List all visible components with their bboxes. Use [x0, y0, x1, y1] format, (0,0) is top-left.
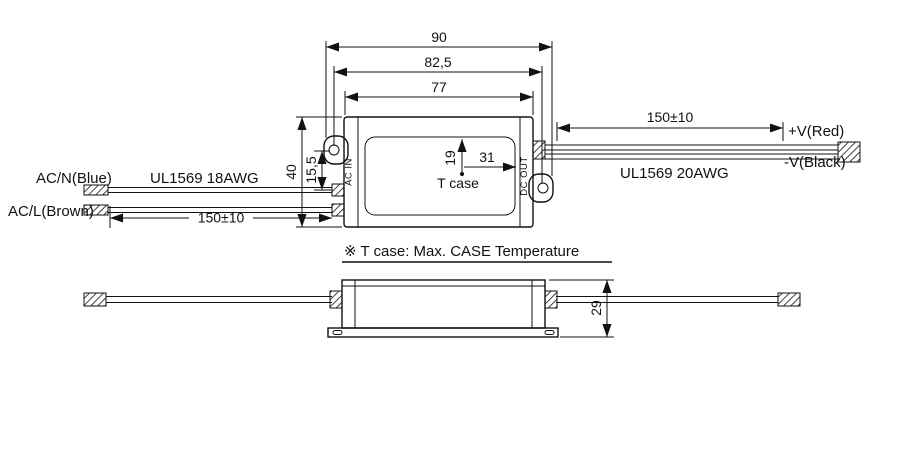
- dim-wire-exit-offset: 15,5: [303, 150, 332, 191]
- dim-tc-x-value: 19: [442, 150, 458, 166]
- dim-overall-width-value: 90: [431, 29, 447, 45]
- output-wire-ends: [837, 141, 861, 163]
- input-grommet-1: [331, 183, 345, 197]
- mounting-ear-right: [528, 173, 554, 203]
- mounting-flange: [327, 327, 559, 338]
- side-wire-end-left: [83, 292, 107, 307]
- side-grommet-left: [329, 290, 343, 309]
- ac-line-label: AC/L(Brown): [8, 203, 94, 220]
- tc-point-group: 19 31 T case: [437, 139, 516, 191]
- input-wire-end-1: [83, 184, 109, 196]
- tc-point-marker: [460, 172, 464, 176]
- side-grommet-right: [544, 290, 558, 309]
- mounting-hole-left: [328, 144, 340, 156]
- dim-mounting-pitch-value: 82,5: [424, 54, 451, 70]
- side-view: 29: [83, 279, 801, 338]
- dim-body-depth-value: 40: [283, 164, 299, 180]
- dim-body-depth: 40: [283, 116, 342, 228]
- dim-body-width-value: 77: [431, 79, 447, 95]
- tc-point-label: T case: [437, 175, 479, 191]
- dim-body-width: 77: [344, 79, 534, 115]
- flange-slot-left: [332, 330, 343, 335]
- dim-mounting-pitch: 82,5: [333, 54, 543, 184]
- top-view: AC IN DC OUT 90: [8, 29, 861, 228]
- dim-output-wire-length-value: 150±10: [647, 109, 694, 125]
- ac-in-port-label: AC IN: [344, 158, 355, 186]
- input-grommet-2: [331, 203, 345, 217]
- mounting-hole-right: [537, 182, 549, 194]
- enclosure-body-top: [343, 116, 534, 228]
- dc-out-port-label: DC OUT: [519, 156, 530, 195]
- output-grommet: [532, 140, 546, 160]
- side-wires: [83, 290, 801, 309]
- flange-slot-right: [544, 330, 555, 335]
- dim-wire-exit-offset-value: 15,5: [303, 156, 319, 183]
- output-negative-label: -V(Black): [784, 154, 846, 171]
- input-wire-spec-label: UL1569 18AWG: [150, 170, 259, 187]
- input-wire-end-2: [83, 204, 109, 216]
- dim-input-wire-length-value: 150±10: [198, 210, 245, 226]
- dim-output-wire-length: 150±10: [556, 109, 784, 141]
- side-wire-end-right: [777, 292, 801, 307]
- dim-overall-height-value: 29: [588, 300, 604, 316]
- output-positive-label: +V(Red): [788, 123, 844, 140]
- dim-overall-height: 29: [549, 279, 614, 338]
- tc-note: ※ T case: Max. CASE Temperature: [342, 243, 612, 263]
- ac-neutral-label: AC/N(Blue): [36, 170, 112, 187]
- dim-tc-y-value: 31: [479, 149, 495, 165]
- enclosure-body-side: [327, 279, 559, 338]
- input-wires: [83, 183, 345, 217]
- dim-input-wire-length: 150±10: [109, 206, 332, 228]
- dim-overall-width: 90: [325, 29, 553, 176]
- tc-note-text: ※ T case: Max. CASE Temperature: [344, 243, 579, 260]
- output-wire-spec-label: UL1569 20AWG: [620, 165, 729, 182]
